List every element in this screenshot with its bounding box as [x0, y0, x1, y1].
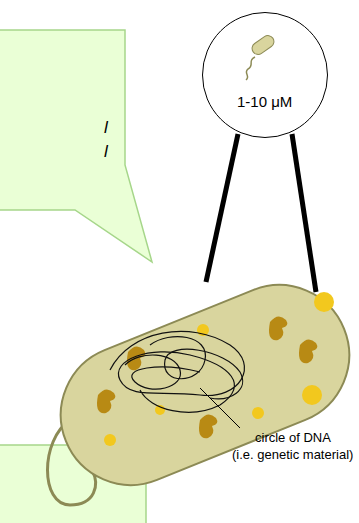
bacterium-body	[40, 264, 359, 506]
granules	[104, 292, 334, 446]
callout-box: ll	[0, 30, 125, 210]
ribosomes	[97, 316, 317, 438]
zoom-circle: 1-10 μM	[202, 12, 328, 138]
zoom-line	[206, 134, 238, 282]
dna-label: (i.e. genetic material)	[232, 447, 353, 462]
bacterium-icon	[241, 31, 281, 81]
callout-text: l	[104, 142, 108, 162]
concentration-label: 1-10 μM	[237, 93, 292, 110]
dna-tangle	[110, 331, 244, 412]
zoom-line	[292, 134, 316, 292]
leader-line	[200, 388, 240, 428]
callout-text: l	[104, 118, 108, 138]
callout-bubble	[0, 30, 152, 262]
dna-label: circle of DNA	[255, 430, 331, 445]
